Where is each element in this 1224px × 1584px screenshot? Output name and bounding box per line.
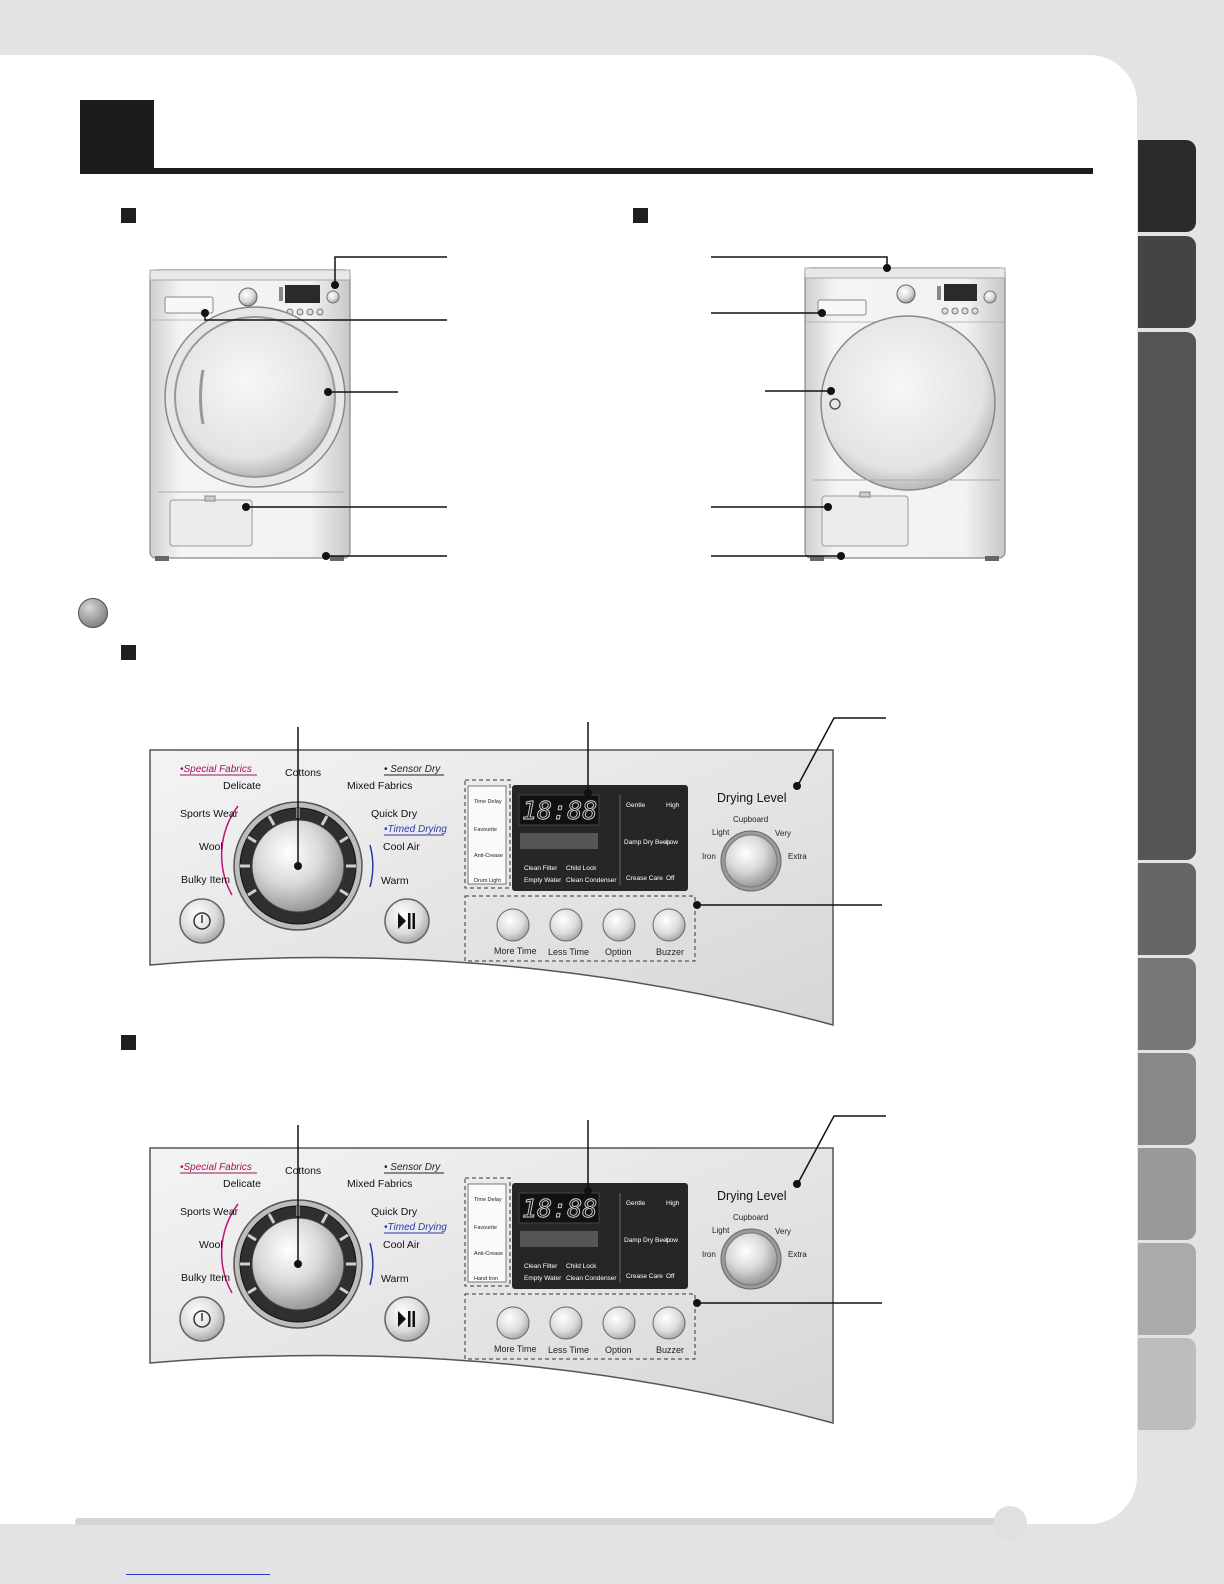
drying-level-extra: Extra — [788, 1250, 807, 1259]
program-delicate: Delicate — [223, 780, 261, 792]
program-sports-wear: Sports Wear — [180, 1206, 239, 1218]
option-off: Off — [666, 875, 675, 882]
timed-drying-label: •Timed Drying — [384, 1222, 447, 1233]
drying-level-extra: Extra — [788, 852, 807, 861]
program-cool-air: Cool Air — [383, 841, 420, 853]
program-mixed-fabrics: Mixed Fabrics — [347, 1178, 412, 1190]
special-fabrics-label: •Special Fabrics — [180, 764, 252, 775]
option-damp-dry-beep: Damp Dry Beep — [624, 1237, 671, 1244]
chapter-tab[interactable] — [1138, 1053, 1196, 1145]
chapter-tab[interactable] — [1138, 1243, 1196, 1335]
program-cottons: Cottons — [285, 1165, 321, 1177]
buzzer-label: Buzzer — [656, 947, 684, 957]
page-number-badge — [993, 1506, 1027, 1540]
chapter-tab[interactable] — [1138, 958, 1196, 1050]
program-bulky-item: Bulky Item — [181, 874, 230, 886]
option-time-delay: Time Delay — [474, 1197, 502, 1203]
section-bullet-icon — [78, 598, 108, 628]
footer-rule — [75, 1518, 1005, 1525]
option-crease-care: Crease Care — [626, 875, 663, 882]
more-time-label: More Time — [494, 1344, 537, 1354]
option-label: Option — [605, 947, 632, 957]
program-wool: Wool — [199, 841, 223, 853]
special-fabrics-label: •Special Fabrics — [180, 1162, 252, 1173]
option-gentle: Gentle — [626, 802, 646, 809]
status-child-lock: Child Lock — [566, 1263, 597, 1270]
chapter-tab[interactable] — [1138, 1338, 1196, 1430]
status-clean-filter: Clean Filter — [524, 1263, 558, 1270]
option-low: Low — [666, 839, 678, 846]
program-quick-dry: Quick Dry — [371, 1206, 418, 1218]
option-crease-care: Crease Care — [626, 1273, 663, 1280]
drying-level-very: Very — [775, 829, 791, 838]
status-empty-water: Empty Water — [524, 1275, 562, 1282]
footer-link[interactable] — [126, 1574, 270, 1575]
program-mixed-fabrics: Mixed Fabrics — [347, 780, 412, 792]
drying-level-iron: Iron — [702, 1250, 716, 1259]
status-clean-condenser: Clean Condenser — [566, 1275, 617, 1282]
time-display: 18:88 — [522, 1194, 597, 1223]
option-high: High — [666, 802, 680, 809]
program-warm: Warm — [381, 1273, 409, 1285]
timed-drying-label: •Timed Drying — [384, 824, 447, 835]
program-wool: Wool — [199, 1239, 223, 1251]
option-off: Off — [666, 1273, 675, 1280]
drying-level-very: Very — [775, 1227, 791, 1236]
chapter-tab[interactable] — [1138, 236, 1196, 328]
drying-level-light: Light — [712, 828, 730, 837]
program-quick-dry: Quick Dry — [371, 808, 418, 820]
sensor-dry-label: • Sensor Dry — [384, 1162, 441, 1173]
option-drum-light: Drum Light — [474, 878, 501, 884]
header-rule — [80, 168, 1093, 174]
less-time-label: Less Time — [548, 1345, 589, 1355]
program-sports-wear: Sports Wear — [180, 808, 239, 820]
option-anti-crease: Anti-Crease — [474, 1251, 503, 1257]
option-anti-crease: Anti-Crease — [474, 853, 503, 859]
section-number-block — [80, 100, 154, 174]
drying-level-cupboard: Cupboard — [733, 815, 768, 824]
sensor-dry-label: • Sensor Dry — [384, 764, 441, 775]
program-delicate: Delicate — [223, 1178, 261, 1190]
status-clean-condenser: Clean Condenser — [566, 877, 617, 884]
drying-level-cupboard: Cupboard — [733, 1213, 768, 1222]
option-gentle: Gentle — [626, 1200, 646, 1207]
drying-level-light: Light — [712, 1226, 730, 1235]
chapter-tab[interactable] — [1138, 332, 1196, 860]
less-time-label: Less Time — [548, 947, 589, 957]
status-clean-filter: Clean Filter — [524, 865, 558, 872]
drying-level-title: Drying Level — [717, 791, 786, 805]
status-empty-water: Empty Water — [524, 877, 562, 884]
drying-level-iron: Iron — [702, 852, 716, 861]
option-hand-iron: Hand Iron — [474, 1276, 498, 1282]
option-high: High — [666, 1200, 680, 1207]
buzzer-label: Buzzer — [656, 1345, 684, 1355]
program-cool-air: Cool Air — [383, 1239, 420, 1251]
drying-level-title: Drying Level — [717, 1189, 786, 1203]
subsection-marker — [633, 208, 648, 223]
program-warm: Warm — [381, 875, 409, 887]
chapter-tab[interactable] — [1138, 140, 1196, 232]
status-child-lock: Child Lock — [566, 865, 597, 872]
time-display: 18:88 — [522, 796, 597, 825]
option-label: Option — [605, 1345, 632, 1355]
option-time-delay: Time Delay — [474, 799, 502, 805]
option-damp-dry-beep: Damp Dry Beep — [624, 839, 671, 846]
option-low: Low — [666, 1237, 678, 1244]
chapter-tab[interactable] — [1138, 1148, 1196, 1240]
subsection-marker — [121, 208, 136, 223]
subsection-marker — [121, 1035, 136, 1050]
program-bulky-item: Bulky Item — [181, 1272, 230, 1284]
program-cottons: Cottons — [285, 767, 321, 779]
subsection-marker — [121, 645, 136, 660]
more-time-label: More Time — [494, 946, 537, 956]
chapter-tab[interactable] — [1138, 863, 1196, 955]
option-favourite: Favourite — [474, 827, 497, 833]
option-favourite: Favourite — [474, 1225, 497, 1231]
